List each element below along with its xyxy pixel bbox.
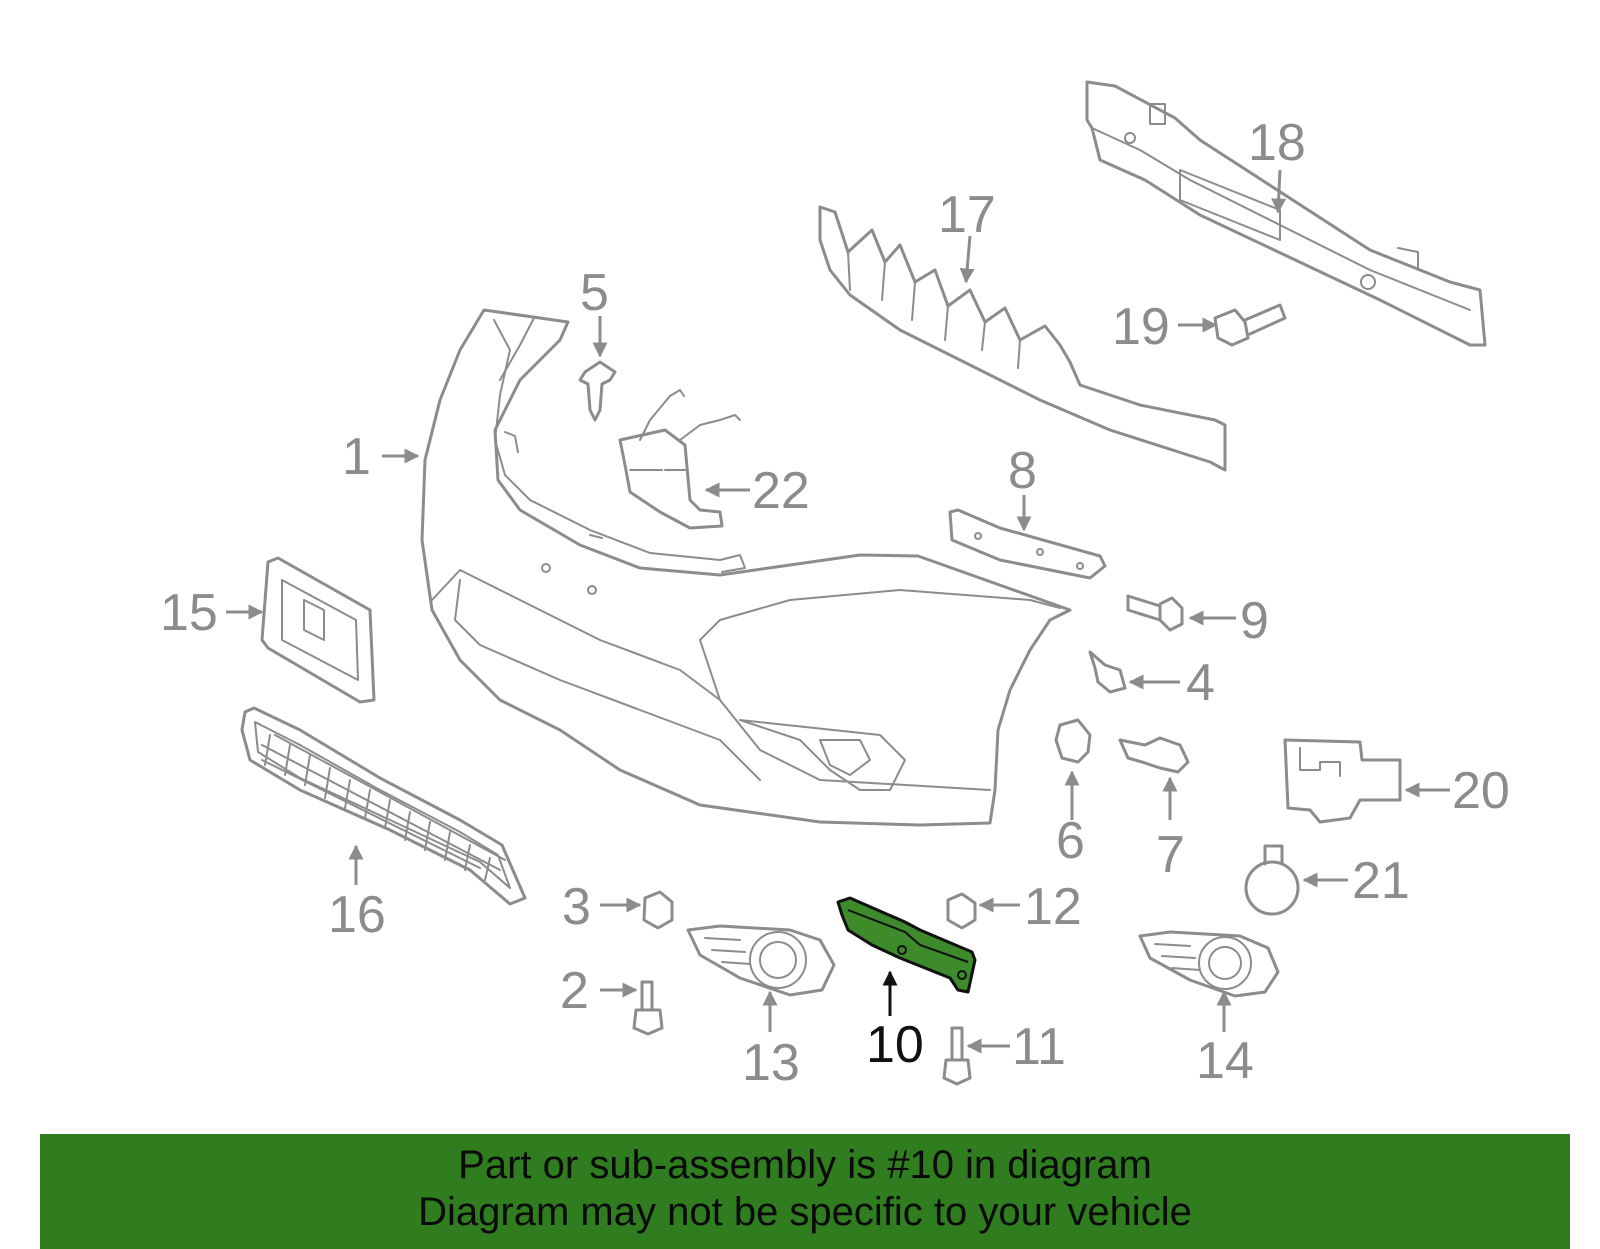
callout-9[interactable]: 9	[1240, 592, 1269, 650]
callout-12[interactable]: 12	[1024, 878, 1082, 936]
part-22-sensor-bracket[interactable]	[618, 389, 741, 530]
callout-14[interactable]: 14	[1196, 1032, 1254, 1090]
callout-5[interactable]: 5	[580, 264, 609, 322]
part-6-retainer[interactable]	[1054, 718, 1092, 764]
part-5-clip[interactable]	[578, 360, 617, 422]
callout-20[interactable]: 20	[1452, 762, 1510, 820]
callout-labels: 1 2 3 4 5 6 7 8 9 10 11 12 13 14 15 16 1…	[160, 114, 1510, 1092]
part-10-bracket-highlighted[interactable]	[836, 896, 977, 994]
part-14-fog-bezel-right[interactable]	[1138, 930, 1280, 998]
part-7-clip[interactable]	[1118, 736, 1190, 774]
part-4-screw[interactable]	[1088, 650, 1127, 694]
part-16-lower-grille[interactable]	[240, 706, 527, 906]
callout-21[interactable]: 21	[1352, 852, 1410, 910]
parts-diagram: 1 2 3 4 5 6 7 8 9 10 11 12 13 14 15 16 1…	[160, 80, 1510, 1092]
callout-10[interactable]: 10	[866, 1016, 924, 1074]
callout-17[interactable]: 17	[938, 186, 996, 244]
info-banner: Part or sub-assembly is #10 in diagram D…	[40, 1134, 1570, 1249]
part-12-clip-nut[interactable]	[946, 892, 977, 930]
part-1-bumper-cover[interactable]	[420, 308, 1072, 827]
part-15-license-bracket[interactable]	[260, 556, 376, 704]
callout-6[interactable]: 6	[1056, 812, 1085, 870]
callout-18[interactable]: 18	[1248, 114, 1306, 172]
banner-line-disclaimer: Diagram may not be specific to your vehi…	[418, 1190, 1192, 1234]
part-8-bracket[interactable]	[948, 508, 1107, 580]
callout-11[interactable]: 11	[1012, 1018, 1066, 1076]
callout-3[interactable]: 3	[562, 878, 591, 936]
banner-line-part: Part or sub-assembly is #10 in diagram	[458, 1143, 1152, 1187]
part-11-bolt[interactable]	[942, 1026, 972, 1086]
callout-7[interactable]: 7	[1156, 826, 1185, 884]
callout-16[interactable]: 16	[328, 886, 386, 944]
callout-15[interactable]: 15	[160, 584, 218, 642]
callout-1[interactable]: 1	[342, 428, 371, 486]
part-18-bumper-reinforcement[interactable]	[1085, 80, 1487, 347]
callout-19[interactable]: 19	[1112, 298, 1170, 356]
callout-4[interactable]: 4	[1186, 654, 1215, 712]
callout-13[interactable]: 13	[742, 1034, 800, 1092]
part-19-bolt[interactable]	[1213, 303, 1287, 347]
part-21-grommet[interactable]	[1244, 844, 1300, 916]
part-2-bolt[interactable]	[632, 980, 664, 1036]
callout-22[interactable]: 22	[752, 462, 810, 520]
callout-8[interactable]: 8	[1008, 442, 1037, 500]
part-20-sensor[interactable]	[1283, 738, 1402, 824]
part-9-bolt[interactable]	[1126, 594, 1184, 632]
part-13-fog-bezel-left[interactable]	[686, 924, 836, 997]
part-3-clip-nut[interactable]	[642, 890, 674, 930]
callout-2[interactable]: 2	[560, 962, 589, 1020]
leader-lines	[226, 169, 1450, 1054]
part-17-energy-absorber[interactable]	[818, 205, 1227, 472]
